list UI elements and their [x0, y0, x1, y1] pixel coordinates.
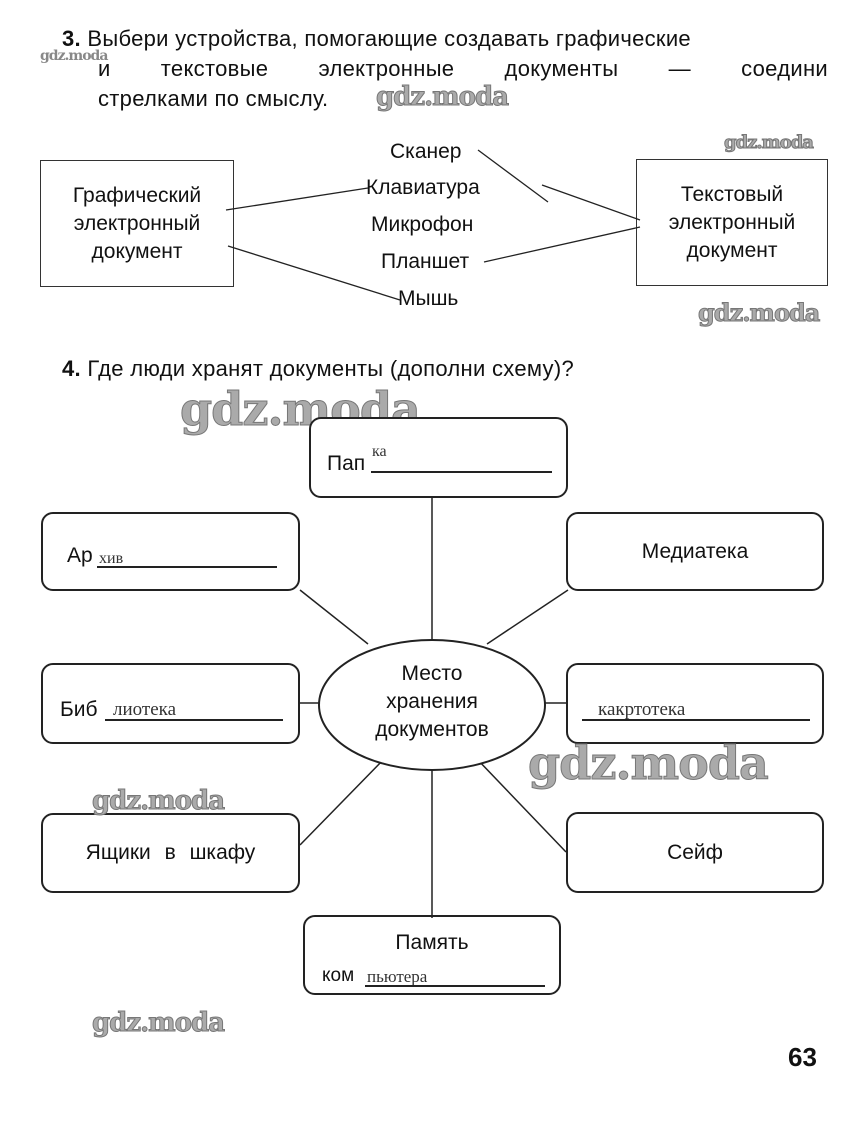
node-archive-blank — [97, 566, 277, 568]
task4-heading: 4. Где люди хранят документы (дополни сх… — [62, 354, 574, 384]
connection-text-scanner[interactable] — [477, 149, 549, 203]
node-folder: Пап ка — [309, 417, 568, 498]
center-label: Место хранения документов — [322, 660, 542, 744]
task3-heading: 3. Выбери устройства, помогающие создава… — [62, 24, 691, 54]
graphic-box-line1: Графический — [72, 183, 202, 207]
node-memory-line1: Память — [395, 931, 469, 954]
node-library-answer[interactable]: лиотека — [113, 699, 177, 720]
graphic-box-line3: документ — [91, 239, 183, 263]
text-box-line1: Текстовый — [680, 182, 784, 206]
watermark: gdz.moda — [528, 736, 770, 791]
text-document-box: Текстовый электронный документ — [636, 159, 828, 286]
node-media-library-label: Медиатека — [641, 539, 749, 563]
node-folder-blank — [371, 471, 552, 473]
device-mouse: Мышь — [398, 287, 459, 310]
node-card-index-blank — [582, 719, 810, 721]
connector-upper-right — [486, 589, 569, 645]
device-tablet: Планшет — [381, 250, 470, 273]
connection-text-tablet[interactable] — [483, 226, 641, 263]
node-safe: Сейф — [566, 812, 824, 893]
task3-line2: и текстовые электронные документы — соед… — [98, 56, 828, 81]
node-memory-answer[interactable]: пьютера — [367, 967, 428, 986]
task3-line1: Выбери устройства, помогающие создавать … — [87, 26, 691, 51]
page-number: 63 — [788, 1042, 817, 1072]
connection-graphic-mouse[interactable] — [227, 245, 401, 301]
node-cabinet-drawers: Ящики в шкафу — [41, 813, 300, 893]
watermark: gdz.moda — [91, 1008, 225, 1039]
connector-lower-right — [475, 757, 567, 853]
center-line1: Место — [401, 662, 463, 685]
node-memory-blank — [365, 985, 545, 987]
center-line3: документов — [375, 718, 489, 741]
device-microphone: Микрофон — [371, 213, 474, 236]
graphic-document-box: Графический электронный документ — [40, 160, 234, 287]
node-archive-answer[interactable]: хив — [99, 550, 124, 567]
graphic-box-line2: электронный — [73, 211, 201, 235]
node-library: Биб лиотека — [41, 663, 300, 744]
node-library-blank — [105, 719, 283, 721]
center-ellipse — [318, 639, 546, 771]
watermark: gdz.moda — [375, 82, 509, 113]
node-card-index: какртотека — [566, 663, 824, 744]
node-computer-memory: Память ком пьютера — [303, 915, 561, 995]
text-box-line2: электронный — [668, 210, 796, 234]
device-keyboard: Клавиатура — [366, 176, 480, 199]
node-safe-label: Сейф — [667, 840, 723, 864]
task3-number: 3. — [62, 26, 81, 51]
watermark: gdz.moda — [697, 298, 820, 328]
connector-upper-left — [299, 589, 369, 645]
connection-graphic-keyboard[interactable] — [225, 187, 369, 211]
watermark: gdz.moda — [91, 786, 225, 817]
watermark: gdz.moda — [40, 48, 108, 64]
connection-text-scanner-arrow[interactable] — [541, 184, 641, 221]
node-folder-answer[interactable]: ка — [372, 443, 387, 460]
task4-question: Где люди хранят документы (дополни схему… — [87, 356, 574, 381]
task3-connections — [225, 149, 641, 301]
node-memory-line2: ком — [322, 965, 355, 986]
node-archive-printed: Ар — [67, 544, 93, 567]
node-card-index-answer[interactable]: какртотека — [598, 699, 686, 720]
node-media-library: Медиатека — [566, 512, 824, 591]
node-archive: Ар хив — [41, 512, 300, 591]
text-box-line3: документ — [686, 238, 778, 262]
node-folder-printed: Пап — [327, 452, 366, 475]
task4-number: 4. — [62, 356, 81, 381]
center-line2: хранения — [386, 690, 478, 713]
node-library-printed: Биб — [60, 698, 98, 721]
node-cabinet-drawers-label: Ящики в шкафу — [85, 841, 256, 864]
watermark: gdz.moda — [724, 132, 815, 154]
device-scanner: Сканер — [390, 140, 462, 163]
connector-lower-left — [299, 757, 386, 846]
task3-line3: стрелками по смыслу. — [98, 86, 329, 111]
